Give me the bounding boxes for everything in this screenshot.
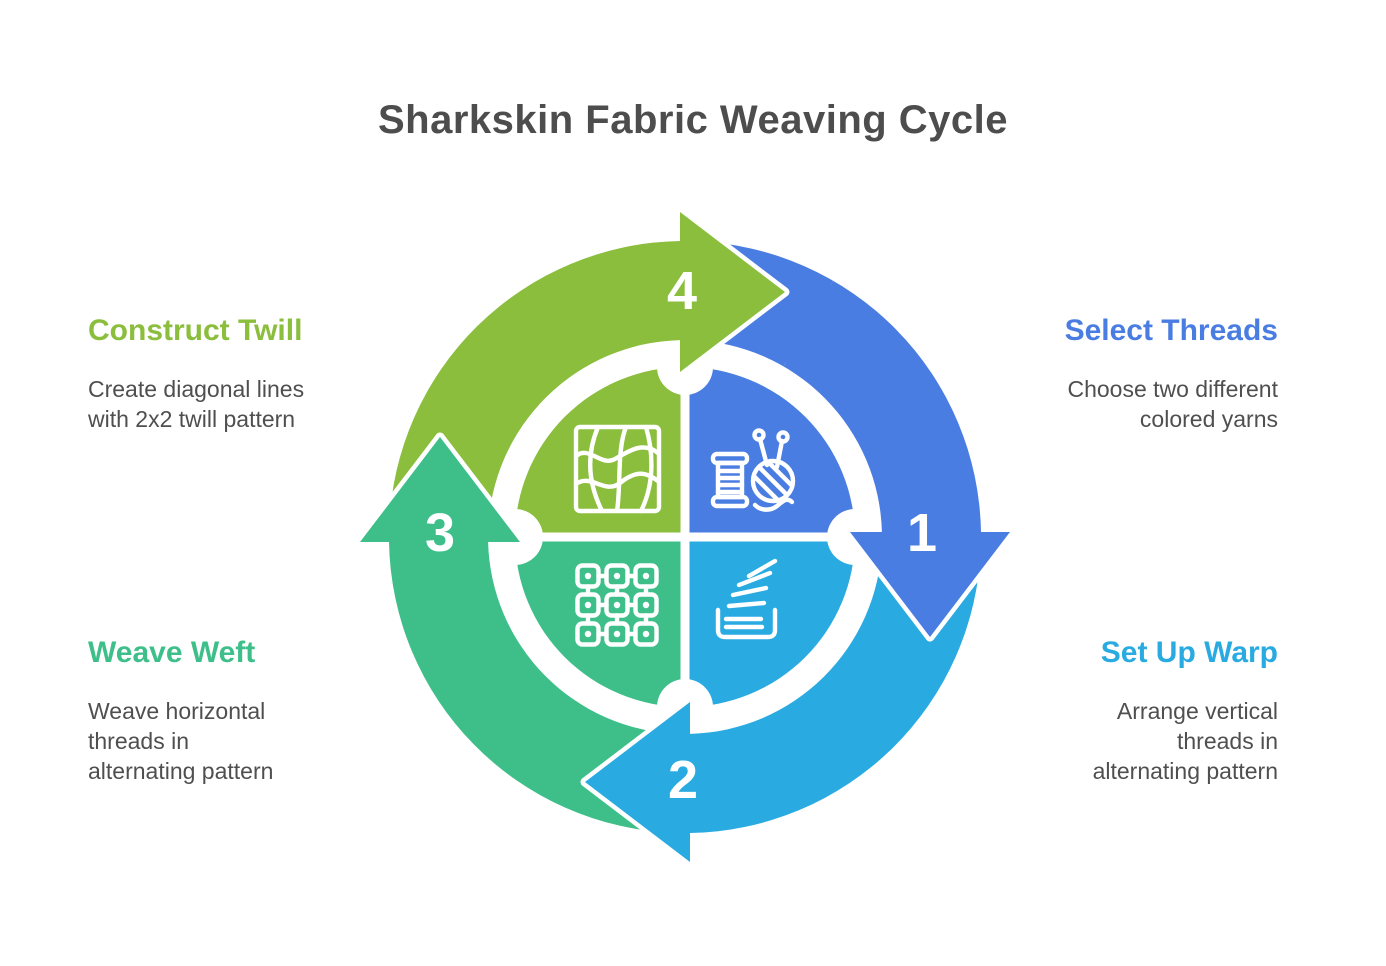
step-number-4: 4	[667, 261, 697, 321]
page-title: Sharkskin Fabric Weaving Cycle	[377, 98, 1009, 142]
step-block-weave-weft: Weave Weft Weave horizontal threads in a…	[88, 636, 418, 786]
quadrant-disk	[487, 339, 883, 735]
step-number-3: 3	[425, 503, 455, 563]
step-description: Choose two different colored yarns	[1067, 376, 1278, 432]
quadrant-set-up-warp	[685, 537, 855, 707]
step-label: Set Up Warp	[1100, 636, 1278, 669]
step-description: Create diagonal lines with 2x2 twill pat…	[88, 376, 305, 432]
cycle-diagram: 4 1 2 3	[355, 207, 1015, 867]
step-2-arrow-segment	[580, 539, 986, 867]
step-number-2: 2	[668, 750, 698, 810]
twill-pattern-icon	[573, 424, 662, 514]
step-label: Construct Twill	[88, 314, 303, 347]
quadrant-weave-weft	[515, 537, 685, 707]
step-4-arrow-segment	[384, 207, 790, 535]
step-block-select-threads: Select Threads Choose two different colo…	[948, 314, 1278, 434]
step-description: Arrange vertical threads in alternating …	[1092, 698, 1278, 784]
step-number-1: 1	[907, 503, 937, 563]
step-3-arrow-segment	[355, 432, 683, 838]
step-description: Weave horizontal threads in alternating …	[88, 698, 274, 784]
quadrant-construct-twill	[515, 367, 685, 537]
step-block-set-up-warp: Set Up Warp Arrange vertical threads in …	[948, 636, 1278, 786]
step-block-construct-twill: Construct Twill Create diagonal lines wi…	[88, 314, 418, 434]
spool-and-yarn-icon	[710, 428, 796, 512]
weave-grid-icon	[575, 563, 659, 647]
quadrant-select-threads	[685, 367, 855, 537]
step-label: Weave Weft	[88, 636, 256, 669]
warp-threads-icon	[715, 558, 778, 640]
step-label: Select Threads	[1064, 314, 1278, 347]
